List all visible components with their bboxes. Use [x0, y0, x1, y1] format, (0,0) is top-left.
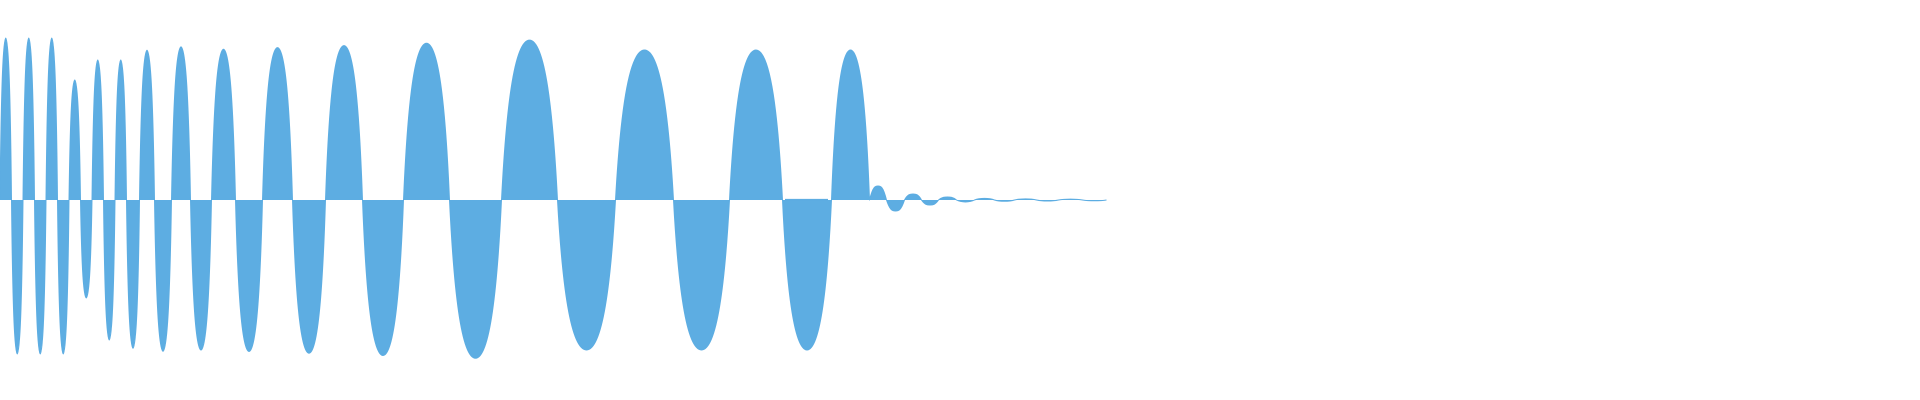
waveform-fill: [0, 37, 1107, 359]
